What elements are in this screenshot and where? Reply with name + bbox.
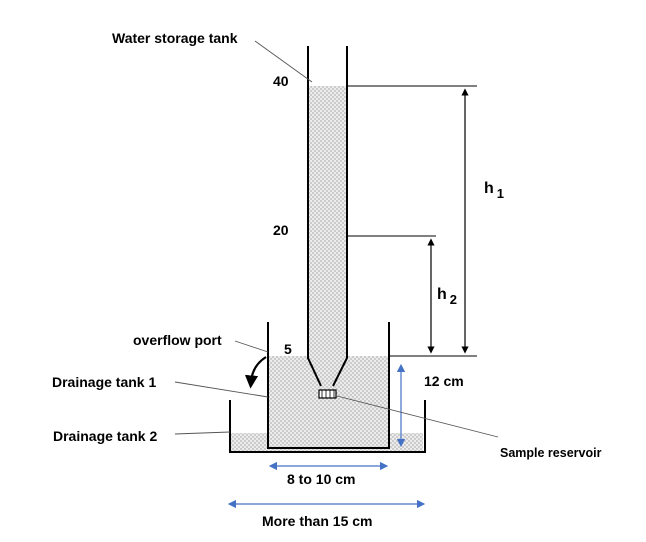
tube-left-wall (307, 46, 322, 387)
tank2-walls (229, 400, 426, 453)
scale-mark-20: 20 (273, 222, 289, 238)
h1-subscript: 1 (497, 186, 504, 201)
label-water-storage-tank: Water storage tank (112, 30, 238, 46)
leader-drainage-tank-2 (174, 431, 231, 435)
h2-letter: h (437, 286, 447, 303)
label-inner-width: 8 to 10 cm (287, 471, 355, 487)
leader-water-storage-tank (254, 40, 313, 83)
leader-drainage-tank-1 (174, 381, 269, 398)
h1-letter: h (484, 180, 494, 197)
label-drainage-tank-2: Drainage tank 2 (53, 428, 157, 444)
leader-sample-reservoir (336, 395, 499, 438)
tank1-walls (267, 322, 390, 449)
sample-reservoir (318, 389, 337, 399)
label-outer-width: More than 15 cm (262, 513, 372, 529)
label-sample-reservoir: Sample reservoir (500, 446, 602, 460)
h2-subscript: 2 (450, 292, 457, 307)
label-height-12cm: 12 cm (424, 373, 464, 389)
scale-mark-5: 5 (284, 341, 292, 357)
water-storage-tank (307, 46, 348, 399)
label-drainage-tank-1: Drainage tank 1 (52, 374, 156, 390)
leader-overflow-port (234, 340, 269, 353)
tube-water (308, 86, 347, 396)
tube-right-wall (332, 46, 348, 387)
overflow-arrow (244, 356, 267, 389)
label-overflow-port: overflow port (133, 332, 222, 348)
scale-mark-40: 40 (273, 73, 289, 89)
